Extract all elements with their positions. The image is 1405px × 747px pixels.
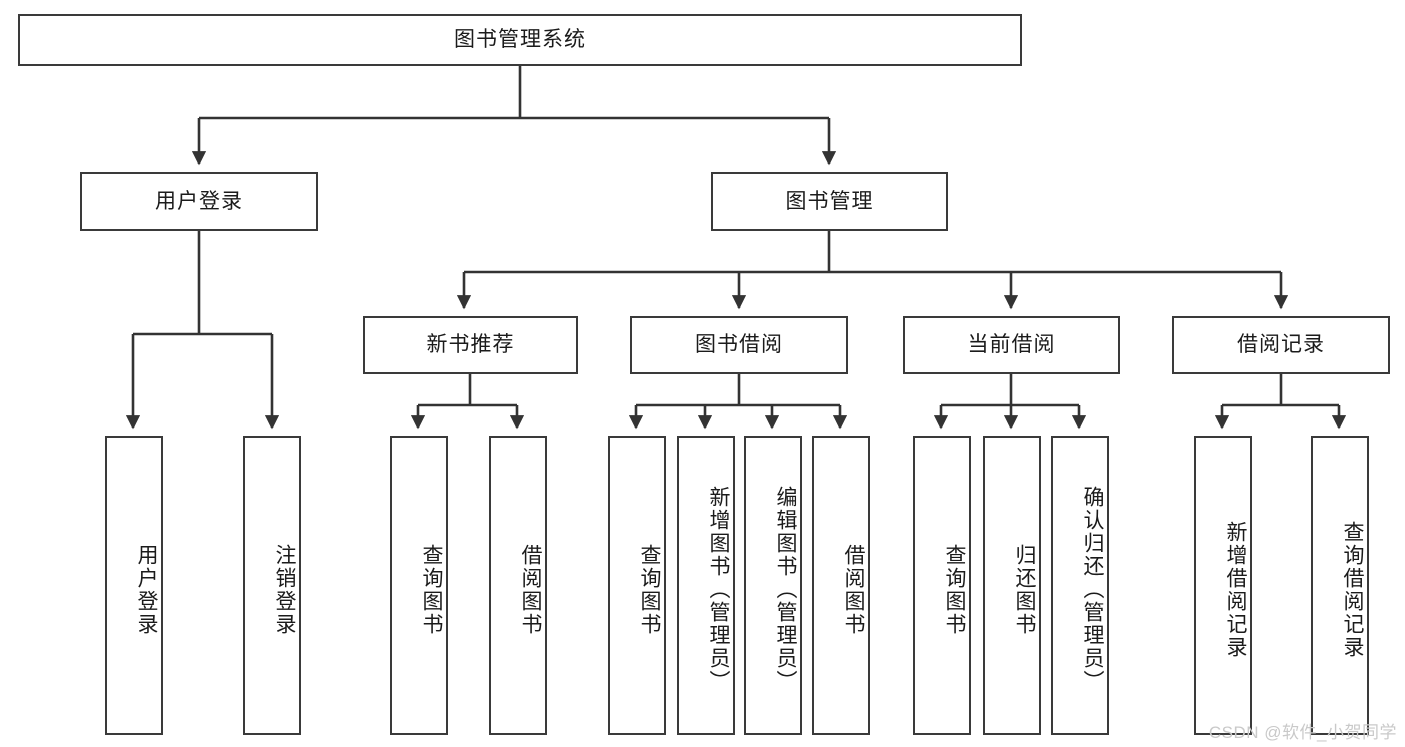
csdn-watermark: CSDN @软件_小贺同学: [1208, 723, 1397, 742]
leaf-label: 确认归还（管理员）: [1081, 486, 1104, 693]
node-book-borrow[interactable]: 图书借阅: [630, 316, 848, 374]
node-leaf-logout-login[interactable]: 注销登录: [243, 436, 301, 735]
leaf-label: 编辑图书（管理员）: [774, 486, 797, 693]
node-leaf-user-login[interactable]: 用户登录: [105, 436, 163, 735]
leaf-label: 新增借阅记录: [1224, 520, 1247, 659]
leaf-label: 查询图书: [943, 543, 966, 636]
node-leaf-query-record[interactable]: 查询借阅记录: [1311, 436, 1369, 735]
leaf-label: 归还图书: [1013, 543, 1036, 636]
node-leaf-borrow-book-1[interactable]: 借阅图书: [489, 436, 547, 735]
leaf-label: 新增图书（管理员）: [707, 486, 730, 693]
leaf-label: 查询借阅记录: [1341, 520, 1364, 659]
leaf-label: 借阅图书: [519, 543, 542, 636]
leaf-label: 借阅图书: [842, 543, 865, 636]
node-leaf-query-book-1[interactable]: 查询图书: [390, 436, 448, 735]
node-borrow-record[interactable]: 借阅记录: [1172, 316, 1390, 374]
node-root-system[interactable]: 图书管理系统: [18, 14, 1022, 66]
node-leaf-add-book[interactable]: 新增图书（管理员）: [677, 436, 735, 735]
node-new-book-recommend[interactable]: 新书推荐: [363, 316, 578, 374]
node-user-login[interactable]: 用户登录: [80, 172, 318, 231]
leaf-label: 用户登录: [135, 543, 158, 636]
node-leaf-confirm-return[interactable]: 确认归还（管理员）: [1051, 436, 1109, 735]
node-leaf-add-record[interactable]: 新增借阅记录: [1194, 436, 1252, 735]
node-leaf-return-book[interactable]: 归还图书: [983, 436, 1041, 735]
node-leaf-query-book-2[interactable]: 查询图书: [608, 436, 666, 735]
node-leaf-query-book-3[interactable]: 查询图书: [913, 436, 971, 735]
leaf-label: 注销登录: [273, 543, 296, 636]
leaf-label: 查询图书: [638, 543, 661, 636]
node-leaf-edit-book[interactable]: 编辑图书（管理员）: [744, 436, 802, 735]
node-leaf-borrow-book-2[interactable]: 借阅图书: [812, 436, 870, 735]
node-current-borrow[interactable]: 当前借阅: [903, 316, 1120, 374]
leaf-label: 查询图书: [420, 543, 443, 636]
node-book-manage[interactable]: 图书管理: [711, 172, 948, 231]
